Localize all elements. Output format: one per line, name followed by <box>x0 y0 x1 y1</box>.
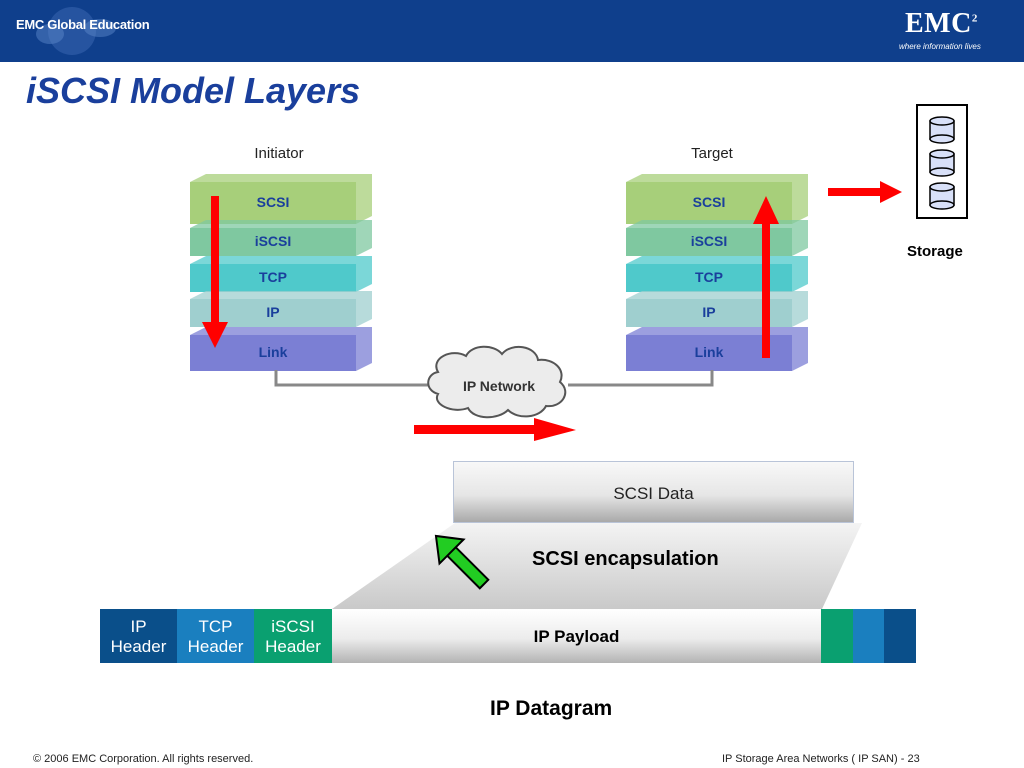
initiator-layer-label: SCSI <box>256 194 290 210</box>
iscsi-header-line2: Header <box>265 637 321 656</box>
tcp-trailer-segment <box>853 609 884 663</box>
red-down-arrow <box>202 196 228 348</box>
ip-payload-label: IP Payload <box>533 627 620 646</box>
storage-icon <box>916 104 968 219</box>
target-layer-label: SCSI <box>692 194 726 210</box>
logo-text: EMC Global Education <box>16 17 150 32</box>
brand-superscript: 2 <box>971 12 978 25</box>
initiator-layer-label: IP <box>266 304 280 320</box>
tcp-header-line1: TCP <box>198 617 233 636</box>
footer-course-name: IP Storage Area Networks ( IP SAN) <box>722 753 898 765</box>
green-diagonal-arrow <box>434 534 490 590</box>
iscsi-trailer-segment <box>821 609 853 663</box>
ip-header-line2: Header <box>110 637 167 656</box>
ip-network-cloud <box>427 345 567 419</box>
header-bar: EMC Global Education EMC2 where informat… <box>0 0 1024 62</box>
iscsi-header-line1: iSCSI <box>271 617 315 636</box>
initiator-layer-label: TCP <box>259 269 287 285</box>
target-network-line <box>568 370 714 387</box>
brand-tagline: where information lives <box>899 42 981 51</box>
footer-course: IP Storage Area Networks ( IP SAN) - 23 <box>722 753 920 765</box>
footer-page-number: - 23 <box>900 753 920 765</box>
ip-header-segment: IP Header <box>100 609 177 663</box>
initiator-label: Initiator <box>254 145 304 162</box>
target-layer-label: TCP <box>695 269 723 285</box>
slide-title: iSCSI Model Layers <box>26 70 361 111</box>
ip-datagram-label: IP Datagram <box>490 697 613 720</box>
initiator-layer-label: iSCSI <box>254 233 292 249</box>
globe-logo-icon <box>36 7 116 55</box>
ip-header-line1: IP <box>130 617 147 636</box>
ip-network-label: IP Network <box>462 378 536 394</box>
encapsulation-label: SCSI encapsulation <box>532 548 719 570</box>
red-up-arrow <box>753 196 779 358</box>
target-layer-label: Link <box>694 344 724 360</box>
scsi-data-box: SCSI Data <box>453 461 854 523</box>
footer-copyright: © 2006 EMC Corporation. All rights reser… <box>33 753 254 765</box>
red-right-arrow-network <box>414 418 576 441</box>
brand-name: EMC <box>905 8 972 39</box>
red-right-arrow-storage <box>828 181 902 203</box>
encapsulation-trapezoid <box>332 523 862 609</box>
iscsi-header-segment: iSCSI Header <box>254 609 332 663</box>
initiator-layer-iscsi: iSCSI <box>190 220 376 260</box>
tcp-header-line2: Header <box>187 637 244 656</box>
emc-logo: EMC2 <box>905 8 978 40</box>
target-layer-label: iSCSI <box>690 233 728 249</box>
scsi-data-label: SCSI Data <box>613 484 694 503</box>
ip-payload-segment: IP Payload <box>332 609 821 663</box>
target-layer-label: IP <box>702 304 716 320</box>
target-label: Target <box>691 145 733 162</box>
tcp-header-segment: TCP Header <box>177 609 254 663</box>
initiator-network-line <box>274 370 430 387</box>
storage-label: Storage <box>907 243 963 260</box>
ip-trailer-segment <box>884 609 916 663</box>
initiator-layer-label: Link <box>258 344 288 360</box>
